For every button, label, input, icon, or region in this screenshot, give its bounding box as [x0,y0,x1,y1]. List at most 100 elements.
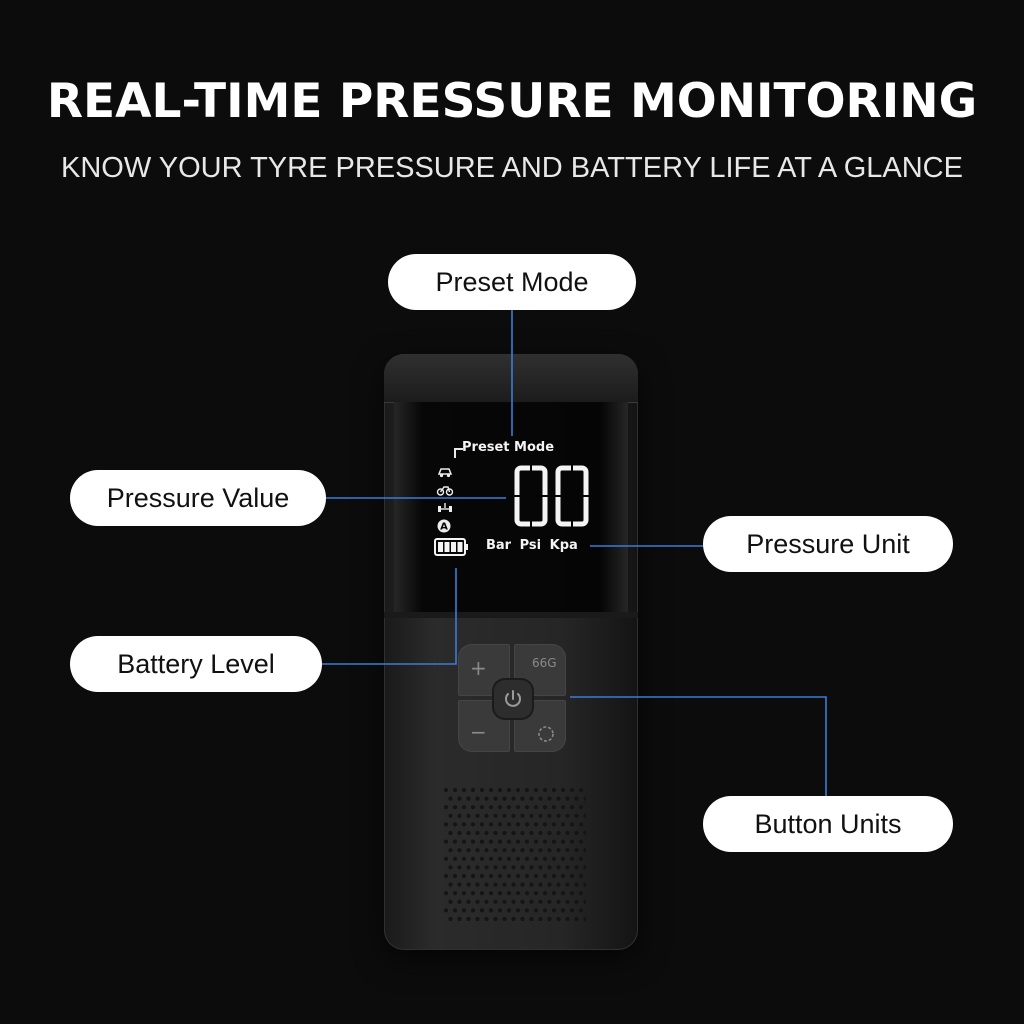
grille-hole [578,891,584,896]
grille-hole [470,873,476,879]
grille-hole [506,908,512,913]
battery-bar [457,542,463,552]
grille-hole [560,856,566,861]
grille-hole [457,882,462,887]
grille-hole [520,899,525,904]
grille-hole [551,805,557,810]
grille-hole [556,916,561,922]
grille-hole [569,805,575,810]
grille-hole [569,891,575,896]
grille-hole [443,891,449,896]
plus-label: + [470,656,487,680]
grille-hole [547,830,552,836]
grille-hole [484,916,489,922]
grille-hole [547,848,552,853]
grille-hole [569,822,575,827]
grille-hole [493,899,498,904]
grille-hole [515,873,521,879]
grille-hole [457,865,462,870]
mode-icon-column: A [436,464,458,536]
power-button[interactable] [494,680,532,718]
grille-hole [578,805,584,810]
grille-hole [533,805,539,810]
grille-hole [578,839,584,844]
grille-hole [520,865,525,870]
grille-hole [461,873,467,879]
grille-hole [452,839,458,844]
grille-hole [574,882,579,887]
grille-hole [511,796,516,801]
plus-button[interactable]: + [458,644,510,696]
grille-hole [538,916,543,922]
grille-hole [506,805,512,810]
grille-hole [583,916,586,922]
grille-hole [448,796,453,801]
leader-line-battery-level [322,568,457,665]
grille-hole [524,856,530,861]
grille-hole [470,805,476,810]
callout-battery-level: Battery Level [70,636,322,692]
grille-hole [524,873,530,879]
preset-mode-bracket [454,448,463,458]
grille-hole [452,787,458,793]
grille-hole [515,908,521,913]
grille-hole [443,873,449,879]
grille-hole [497,787,503,793]
grille-hole [470,908,476,913]
grille-hole [538,899,543,904]
grille-hole [461,822,467,827]
grille-hole [461,908,467,913]
grille-hole [493,865,498,870]
grille-hole [560,787,566,793]
grille-hole [452,822,458,827]
grille-hole [529,916,534,922]
grille-hole [547,865,552,870]
grille-hole [502,916,507,922]
grille-hole [461,805,467,810]
grille-hole [448,865,453,870]
grille-hole [457,848,462,853]
grille-hole [583,865,586,870]
grille-hole [511,848,516,853]
grille-hole [578,856,584,861]
unit-bar: Bar [486,538,512,553]
grille-hole [583,848,586,853]
grille-hole [583,830,586,836]
grille-hole [556,899,561,904]
grille-hole [466,813,471,818]
grille-hole [452,805,458,810]
grille-hole [515,839,521,844]
grille-hole [524,787,530,793]
grille-hole [461,787,467,793]
grille-hole [569,839,575,844]
grille-hole [466,882,471,887]
grille-hole [479,787,485,793]
grille-hole [475,916,480,922]
grille-hole [538,865,543,870]
grille-hole [479,908,485,913]
grille-hole [475,813,480,818]
grille-hole [484,899,489,904]
grille-hole [533,891,539,896]
grille-hole [457,830,462,836]
grille-hole [511,813,516,818]
headline: REAL-TIME PRESSURE MONITORING [46,74,978,129]
grille-hole [488,873,494,879]
grille-hole [470,891,476,896]
grille-hole [574,865,579,870]
grille-hole [520,813,525,818]
preset-button-label: 66G [532,656,557,670]
grille-hole [475,830,480,836]
grille-hole [551,891,557,896]
grille-hole [461,891,467,896]
grille-hole [529,830,534,836]
device-cap [384,354,638,403]
grille-hole [565,813,570,818]
grille-hole [542,873,548,879]
grille-hole [443,787,449,793]
grille-hole [547,882,552,887]
grille-hole [502,813,507,818]
grille-hole [538,830,543,836]
grille-hole [511,865,516,870]
grille-hole [493,882,498,887]
